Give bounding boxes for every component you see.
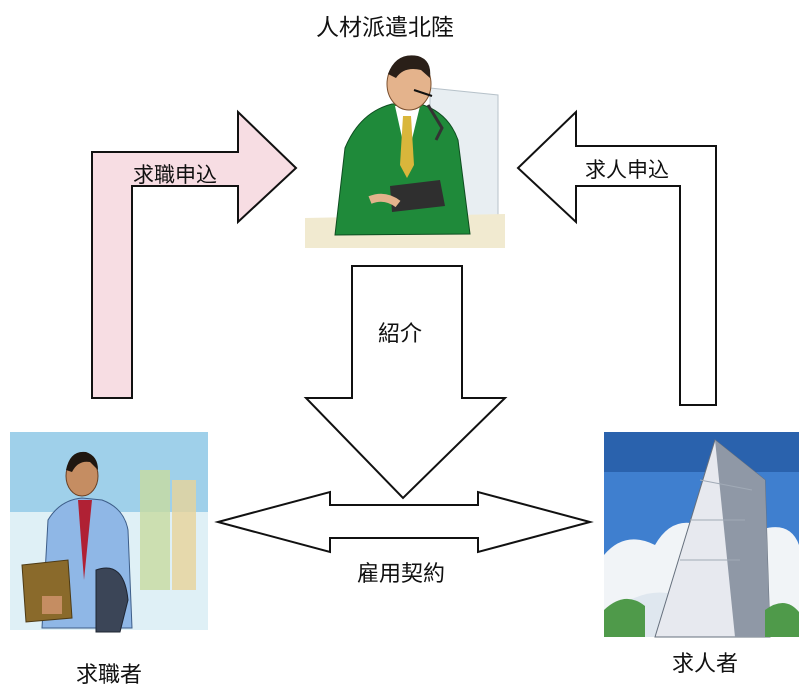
- job-application-label: 求職申込: [133, 163, 217, 187]
- introduction-arrow: [303, 265, 508, 500]
- introduction-label: 紹介: [378, 322, 423, 347]
- job-offer-arrow: [516, 109, 717, 406]
- job-seeker-label: 求職者: [76, 663, 143, 688]
- contract-double-arrow: [214, 490, 594, 554]
- employer-illustration: [604, 432, 799, 638]
- dispatcher-illustration: [305, 55, 505, 248]
- job-application-arrow: [91, 109, 298, 399]
- agency-title: 人材派遣北陸: [316, 15, 454, 41]
- job-offer-label: 求人申込: [585, 158, 669, 182]
- employer-label: 求人者: [672, 652, 739, 677]
- contract-label: 雇用契約: [357, 562, 446, 587]
- job-seeker-illustration: [10, 432, 208, 633]
